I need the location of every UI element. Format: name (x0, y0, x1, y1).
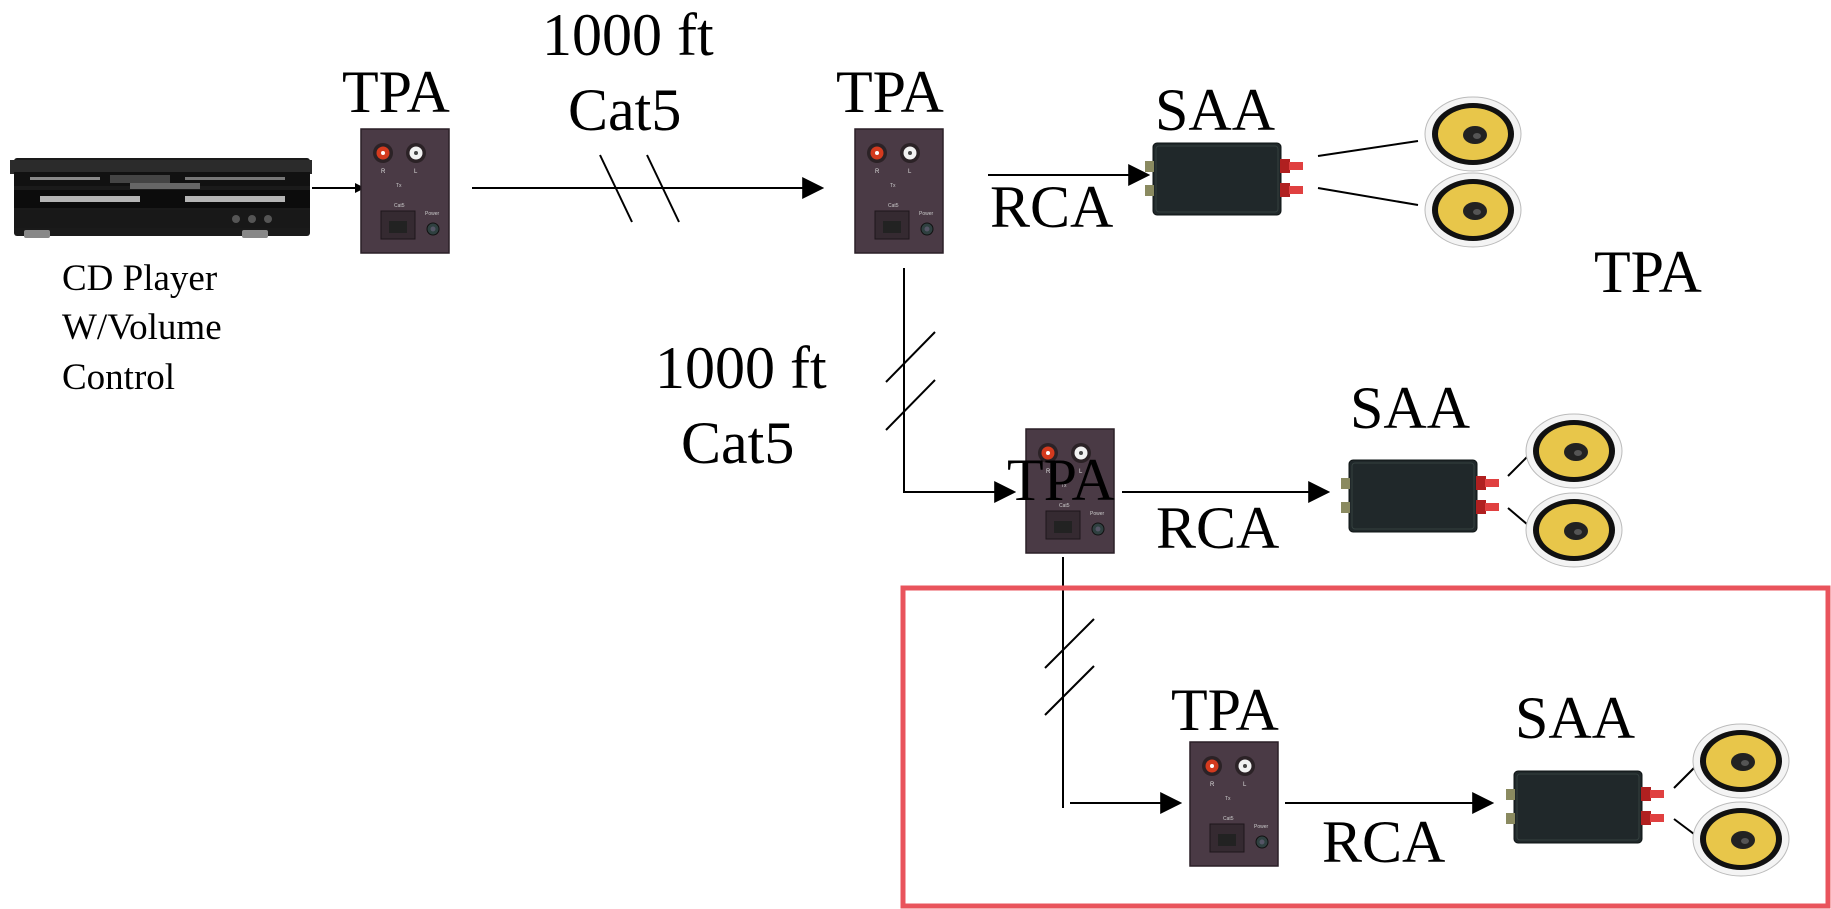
cable-break-mark (885, 331, 936, 383)
cable2-distance-label: 1000 ft (655, 335, 827, 401)
speaker-wire (1507, 455, 1529, 477)
speaker-wire (1673, 818, 1695, 835)
tpa4-label: TPA (1171, 677, 1279, 743)
cable1-type-label: Cat5 (568, 77, 681, 143)
speaker-icon (1692, 801, 1790, 877)
saa-amplifier-icon (1340, 459, 1500, 533)
tpa-wall-plate-icon (1189, 741, 1279, 867)
speaker-icon (1525, 492, 1623, 568)
cable2-type-label: Cat5 (681, 410, 794, 476)
cd-player-label-line2: W/Volume (62, 307, 222, 348)
cd-player-icon (10, 158, 312, 238)
tpa3-label: TPA (1007, 447, 1115, 513)
tpa1-label: TPA (342, 59, 450, 125)
cable-break-mark (646, 154, 680, 223)
tpa-wall-plate-icon (854, 128, 944, 254)
rca3-label: RCA (1322, 809, 1445, 875)
tpa-floating-label: TPA (1594, 239, 1702, 305)
highlight-box (900, 585, 1831, 909)
rca1-label: RCA (990, 174, 1113, 240)
tpa-wall-plate-icon (360, 128, 450, 254)
speaker-wire (1673, 767, 1695, 789)
cd-player-label-line1: CD Player (62, 258, 217, 299)
cable-break-mark (1044, 618, 1095, 669)
saa-amplifier-icon (1144, 142, 1304, 216)
cable-break-mark (1044, 665, 1095, 716)
speaker-icon (1692, 723, 1790, 799)
tpa2-label: TPA (836, 59, 944, 125)
saa2-label: SAA (1350, 375, 1470, 441)
cable1-distance-label: 1000 ft (542, 2, 714, 68)
cd-player-label-line3: Control (62, 357, 175, 398)
saa-amplifier-icon (1505, 770, 1665, 844)
speaker-icon (1424, 172, 1522, 248)
speaker-icon (1424, 96, 1522, 172)
speaker-wire (1507, 507, 1529, 526)
saa1-label: SAA (1155, 77, 1275, 143)
cable-break-mark (599, 154, 633, 223)
speaker-icon (1525, 413, 1623, 489)
saa3-label: SAA (1515, 685, 1635, 751)
speaker-wire (1317, 140, 1419, 157)
cat5-run-2 (903, 268, 1017, 503)
cable-break-mark (885, 379, 936, 431)
rca2-label: RCA (1156, 495, 1279, 561)
speaker-wire (1317, 187, 1419, 206)
